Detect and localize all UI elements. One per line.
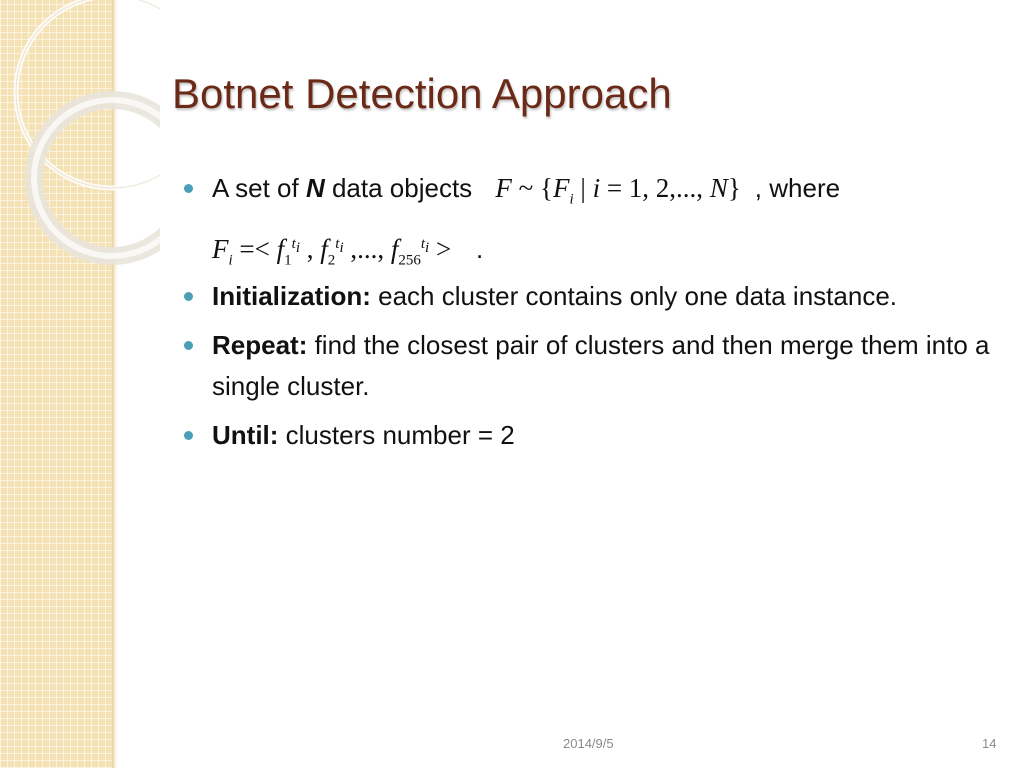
bullet-text-where: , where [754, 173, 841, 203]
bullet-label-repeat: Repeat: [212, 330, 308, 361]
bullet-text-repeat: find the closest pair of clusters and th… [212, 330, 990, 402]
bullet-dot-icon [184, 292, 193, 302]
page-title: Botnet Detection Approach [172, 70, 672, 117]
footer-page-number: 14 [982, 736, 997, 751]
bullet-text-pre: A set of [212, 173, 306, 203]
footer-date: 2014/9/5 [563, 736, 614, 751]
formula-set: F ~ {Fi | i = 1, 2,..., N} [495, 173, 741, 208]
bullet-label-until: Until: [212, 420, 279, 451]
bullet-list: A set of N data objects F ~ {Fi | i = 1,… [182, 168, 992, 464]
bullet-repeat: Repeat: find the closest pair of cluster… [182, 325, 992, 407]
bullet-until: Until: clusters number = 2 [182, 415, 992, 456]
bullet-text-post: data objects [324, 173, 473, 203]
bullet-label-initialization: Initialization: [212, 281, 371, 312]
decorative-rings-icon [13, 0, 160, 265]
bullet-data-objects: A set of N data objects F ~ {Fi | i = 1,… [182, 168, 992, 269]
bullet-text-until: clusters number = 2 [278, 420, 515, 451]
bullet-text-initialization: each cluster contains only one data inst… [370, 281, 897, 312]
sidebar-edge [112, 0, 118, 768]
formula-vector: Fi =< f1ti , f2ti ,..., f256ti > [212, 234, 458, 269]
bullet-dot-icon [184, 184, 193, 193]
formula-end-dot: . [475, 234, 484, 265]
bullet-dot-icon [184, 431, 193, 441]
bullet-dot-icon [184, 341, 193, 351]
bullet-initialization: Initialization: each cluster contains on… [182, 276, 992, 317]
bullet-text-n: N [305, 173, 325, 203]
formula-vector-line: Fi =< f1ti , f2ti ,..., f256ti > . [212, 220, 992, 268]
